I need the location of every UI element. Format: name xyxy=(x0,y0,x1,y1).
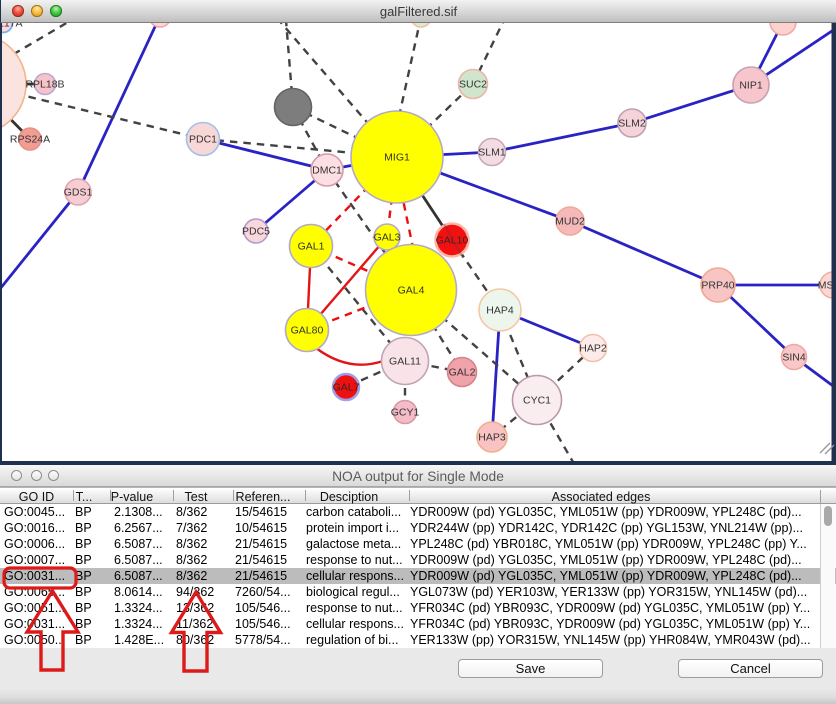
svg-text:RPL17A: RPL17A xyxy=(0,23,23,30)
svg-text:MUD2: MUD2 xyxy=(555,216,585,228)
svg-text:SUC2: SUC2 xyxy=(459,79,487,91)
svg-text:GDS1: GDS1 xyxy=(64,187,93,199)
svg-text:HAP4: HAP4 xyxy=(486,305,514,317)
svg-text:GAL7: GAL7 xyxy=(333,382,360,394)
svg-text:SLM1: SLM1 xyxy=(478,147,506,159)
svg-text:GAL11: GAL11 xyxy=(389,356,421,368)
svg-text:MSI1: MSI1 xyxy=(818,280,836,292)
svg-text:GCY1: GCY1 xyxy=(391,407,420,419)
svg-text:RPS24A: RPS24A xyxy=(10,134,50,146)
svg-text:PDC5: PDC5 xyxy=(242,226,270,238)
svg-text:SIN4: SIN4 xyxy=(782,352,806,364)
svg-text:SLM2: SLM2 xyxy=(618,118,646,130)
svg-text:GAL2: GAL2 xyxy=(449,367,476,379)
svg-text:NIP1: NIP1 xyxy=(739,80,763,92)
svg-text:DMC1: DMC1 xyxy=(312,165,342,177)
svg-text:HAP2: HAP2 xyxy=(579,343,607,355)
svg-text:GAL1: GAL1 xyxy=(298,241,325,253)
svg-text:GAL4: GAL4 xyxy=(398,285,425,297)
svg-text:PRP40: PRP40 xyxy=(701,280,734,292)
svg-text:GAL10: GAL10 xyxy=(436,235,469,247)
svg-text:GAL80: GAL80 xyxy=(291,325,324,337)
svg-text:PDC1: PDC1 xyxy=(189,134,217,146)
svg-text:CYC1: CYC1 xyxy=(523,395,551,407)
svg-text:HAP3: HAP3 xyxy=(478,432,506,444)
svg-text:GAL3: GAL3 xyxy=(374,232,401,244)
svg-text:RPL18B: RPL18B xyxy=(25,79,64,91)
svg-text:MIG1: MIG1 xyxy=(384,152,410,164)
